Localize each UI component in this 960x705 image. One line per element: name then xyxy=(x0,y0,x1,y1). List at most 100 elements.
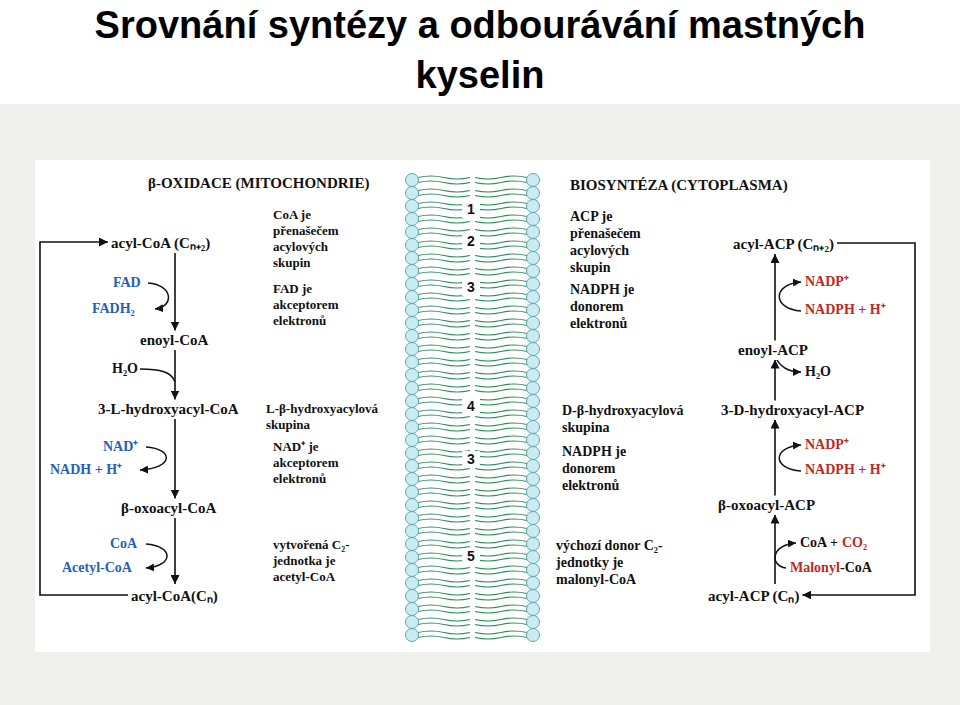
lipid-head xyxy=(406,213,419,226)
lipid-head xyxy=(406,330,419,343)
lipid-head xyxy=(527,512,540,525)
lipid-tail xyxy=(475,332,527,335)
lipid-tail xyxy=(418,579,470,582)
lipid-tail xyxy=(475,202,527,205)
lipid-tail xyxy=(475,475,527,478)
lipid-tail xyxy=(475,545,527,548)
lipid-head xyxy=(527,538,540,551)
lipid-tail xyxy=(475,410,527,413)
lipid-tail xyxy=(418,267,470,270)
lipid-head xyxy=(527,590,540,603)
cofactor: CoA + xyxy=(800,534,838,551)
cofactor: NADH + H⁺ xyxy=(50,461,122,478)
lipid-tail xyxy=(475,436,527,439)
lipid-head xyxy=(527,317,540,330)
cofactor: FADH₂ xyxy=(92,300,135,317)
lipid-tail xyxy=(475,631,527,634)
lipid-tail xyxy=(475,181,527,184)
lipid-tail xyxy=(475,480,527,483)
lipid-tail xyxy=(475,636,527,639)
callout-number: 3 xyxy=(462,451,480,468)
reaction-arrow xyxy=(174,350,176,400)
lipid-head xyxy=(406,551,419,564)
section-heading: β-OXIDACE (MITOCHONDRIE) xyxy=(148,174,369,192)
lipid-tail xyxy=(418,592,470,595)
lipid-tail xyxy=(475,285,527,288)
lipid-head xyxy=(527,200,540,213)
lipid-tail xyxy=(475,363,527,366)
metabolite-name: acyl-CoA (Cₙ₊₂) xyxy=(111,232,210,252)
lipid-tail xyxy=(475,527,527,530)
lipid-head xyxy=(406,603,419,616)
lipid-tail xyxy=(475,176,527,179)
lipid-tail xyxy=(475,215,527,218)
lipid-tail xyxy=(418,506,470,509)
comparison-note: D-β-hydroxyacylová skupina xyxy=(562,402,708,436)
lipid-head xyxy=(406,187,419,200)
cofactor-arrows xyxy=(140,282,801,568)
lipid-head xyxy=(406,356,419,369)
lipid-tail xyxy=(418,631,470,634)
lipid-tail xyxy=(475,376,527,379)
lipid-tail xyxy=(475,384,527,387)
lipid-tail xyxy=(475,566,527,569)
lipid-tail xyxy=(418,436,470,439)
lipid-tail xyxy=(475,246,527,249)
lipid-head xyxy=(406,369,419,382)
lipid-tail xyxy=(418,181,470,184)
lipid-tail xyxy=(418,519,470,522)
metabolite: acyl-ACP (Cₙ) xyxy=(705,584,802,606)
metabolite: acyl-ACP (Cₙ₊₂) xyxy=(730,232,837,254)
metabolite: acyl-CoA (Cₙ₊₂) xyxy=(108,231,213,253)
metabolite-name: acyl-CoA(Cₙ) xyxy=(131,585,218,605)
lipid-tail xyxy=(418,228,470,231)
metabolite: β-oxoacyl-CoA xyxy=(118,499,219,518)
lipid-tail xyxy=(475,280,527,283)
lipid-tail xyxy=(418,376,470,379)
lipid-head xyxy=(406,538,419,551)
lipid-head xyxy=(406,252,419,265)
lipid-head xyxy=(527,525,540,538)
lipid-tail xyxy=(475,306,527,309)
lipid-tail xyxy=(418,345,470,348)
lipid-tail xyxy=(475,189,527,192)
lipid-head xyxy=(406,460,419,473)
lipid-tail xyxy=(475,571,527,574)
lipid-head xyxy=(406,577,419,590)
lipid-tail xyxy=(475,298,527,301)
lipid-tail xyxy=(418,532,470,535)
reaction-arrow xyxy=(774,420,776,496)
cofactor: NADPH + H⁺ xyxy=(805,301,886,318)
lipid-tail xyxy=(475,194,527,197)
lipid-tail xyxy=(418,488,470,491)
lipid-head xyxy=(527,564,540,577)
cofactor-arrow xyxy=(146,544,167,568)
lipid-tail xyxy=(418,272,470,275)
reaction-arrow xyxy=(174,253,176,331)
lipid-tail xyxy=(418,441,470,444)
lipid-head xyxy=(527,343,540,356)
callout-number: 3 xyxy=(462,279,480,296)
lipid-head xyxy=(527,551,540,564)
lipid-tail xyxy=(418,306,470,309)
cofactor-arrow xyxy=(148,283,168,309)
lipid-tail xyxy=(475,345,527,348)
lipid-tail xyxy=(475,519,527,522)
lipid-head xyxy=(527,265,540,278)
lipid-tail xyxy=(418,566,470,569)
lipid-tail xyxy=(418,610,470,613)
lipid-head xyxy=(527,278,540,291)
lipid-head xyxy=(406,382,419,395)
cofactor-arrow xyxy=(140,369,175,382)
figure-panel xyxy=(35,160,930,652)
lipid-tail xyxy=(418,605,470,608)
lipid-head xyxy=(406,512,419,525)
metabolite-name: β-oxoacyl-CoA xyxy=(121,500,216,517)
metabolite: acyl-CoA(Cₙ) xyxy=(128,584,221,606)
lipid-tail xyxy=(418,623,470,626)
lipid-head xyxy=(527,226,540,239)
lipid-head xyxy=(527,577,540,590)
lipid-tail xyxy=(475,493,527,496)
cofactor: CO₂ xyxy=(842,534,867,551)
comparison-note: výchozí donor C₂-jednotky je malonyl-CoA xyxy=(556,537,664,588)
